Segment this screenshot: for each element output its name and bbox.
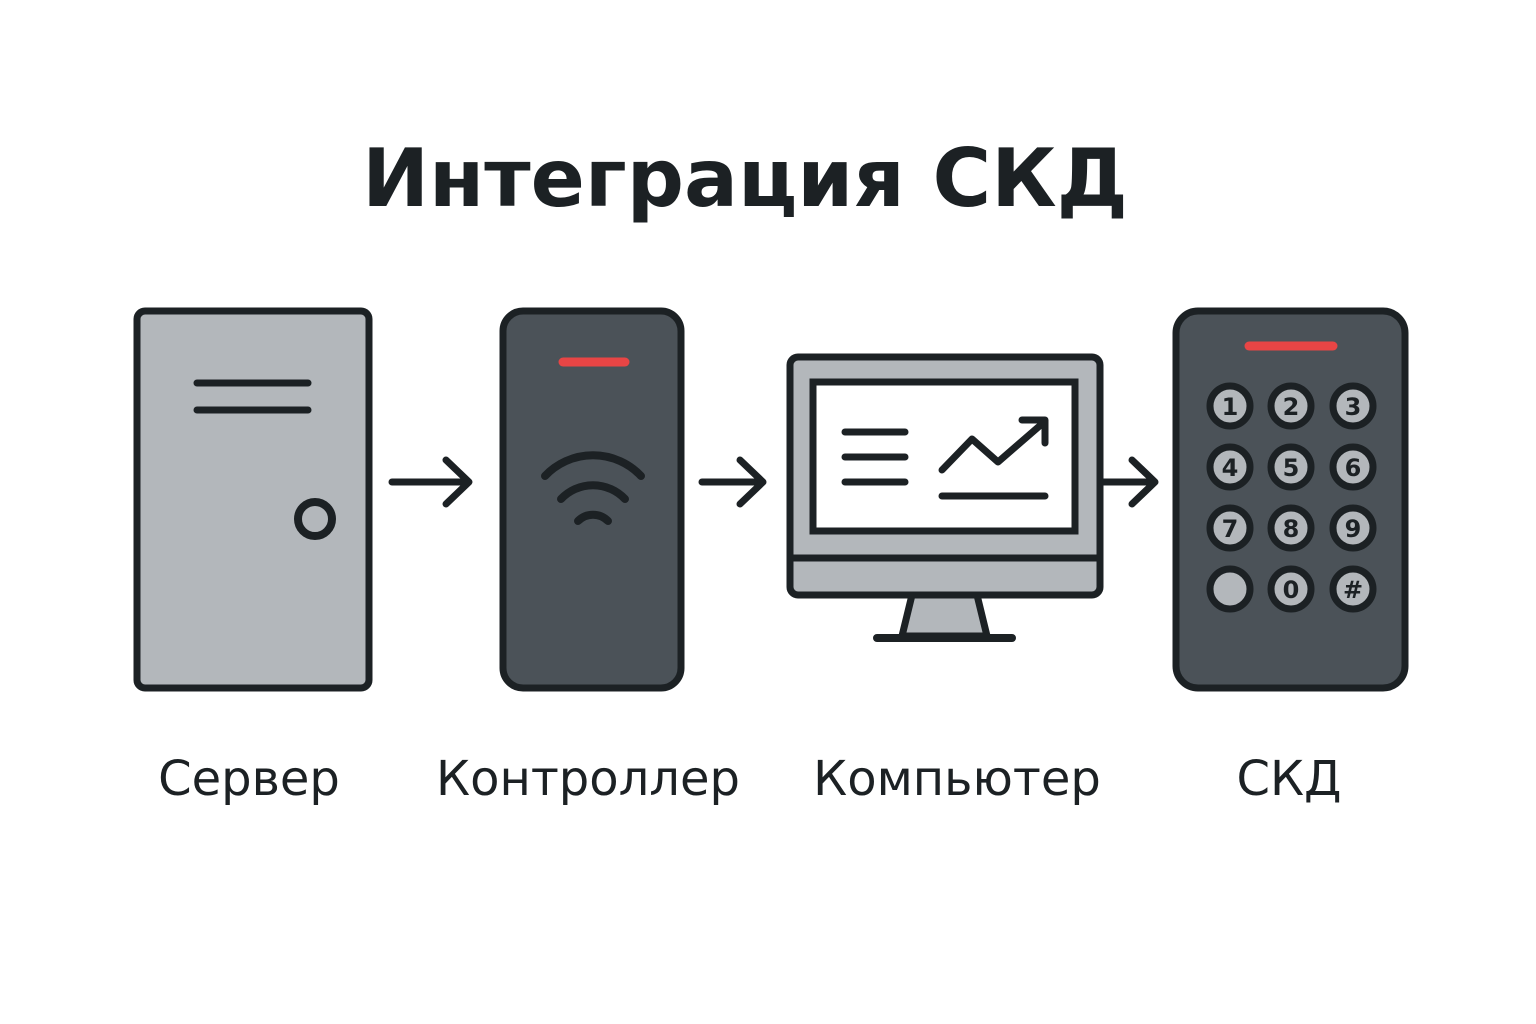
keypad-key-label: 9	[1345, 515, 1362, 543]
keypad-key-label: 4	[1222, 454, 1239, 482]
keypad-key-blank	[1206, 565, 1254, 613]
keypad-key-hash	[1329, 565, 1377, 613]
keypad-key-0	[1267, 565, 1315, 613]
arrow-server-controller	[388, 456, 473, 508]
wireless-reader-icon	[499, 307, 685, 692]
keypad-key-label: 2	[1283, 393, 1300, 421]
keypad-key-3	[1329, 382, 1377, 430]
skd-label: СКД	[1236, 751, 1341, 807]
controller-node: Контроллер	[436, 307, 740, 807]
server-node: Сервер	[133, 307, 373, 807]
keypad-key-label: 7	[1222, 515, 1239, 543]
keypad-icon: 1 2 3 4 5 6 7 8 9 0 #	[1172, 307, 1409, 692]
keypad-key-label: 5	[1283, 454, 1300, 482]
keypad-key-6	[1329, 443, 1377, 491]
keypad-key-label: 1	[1222, 393, 1239, 421]
keypad-key-4	[1206, 443, 1254, 491]
keypad-key-label: 8	[1283, 515, 1300, 543]
keypad-key-9	[1329, 504, 1377, 552]
skd-node: 1 2 3 4 5 6 7 8 9 0 # СКД	[1172, 307, 1409, 807]
keypad-keys: 1 2 3 4 5 6 7 8 9 0 #	[1206, 382, 1377, 613]
arrow-computer-skd	[1099, 456, 1159, 508]
monitor-chart-icon	[786, 353, 1104, 642]
server-tower-icon	[133, 307, 373, 692]
keypad-key-7	[1206, 504, 1254, 552]
keypad-key-label: #	[1343, 576, 1363, 604]
diagram-title: Интеграция СКД	[362, 132, 1128, 225]
keypad-key-8	[1267, 504, 1315, 552]
arrow-controller-computer	[698, 456, 767, 508]
controller-label: Контроллер	[436, 751, 740, 807]
keypad-key-label: 6	[1345, 454, 1362, 482]
keypad-key-label: 3	[1345, 393, 1362, 421]
computer-node: Компьютер	[786, 353, 1104, 807]
computer-label: Компьютер	[813, 751, 1101, 807]
server-label: Сервер	[158, 751, 340, 807]
keypad-key-1	[1206, 382, 1254, 430]
keypad-key-label: 0	[1283, 576, 1300, 604]
keypad-key-2	[1267, 382, 1315, 430]
keypad-key-5	[1267, 443, 1315, 491]
